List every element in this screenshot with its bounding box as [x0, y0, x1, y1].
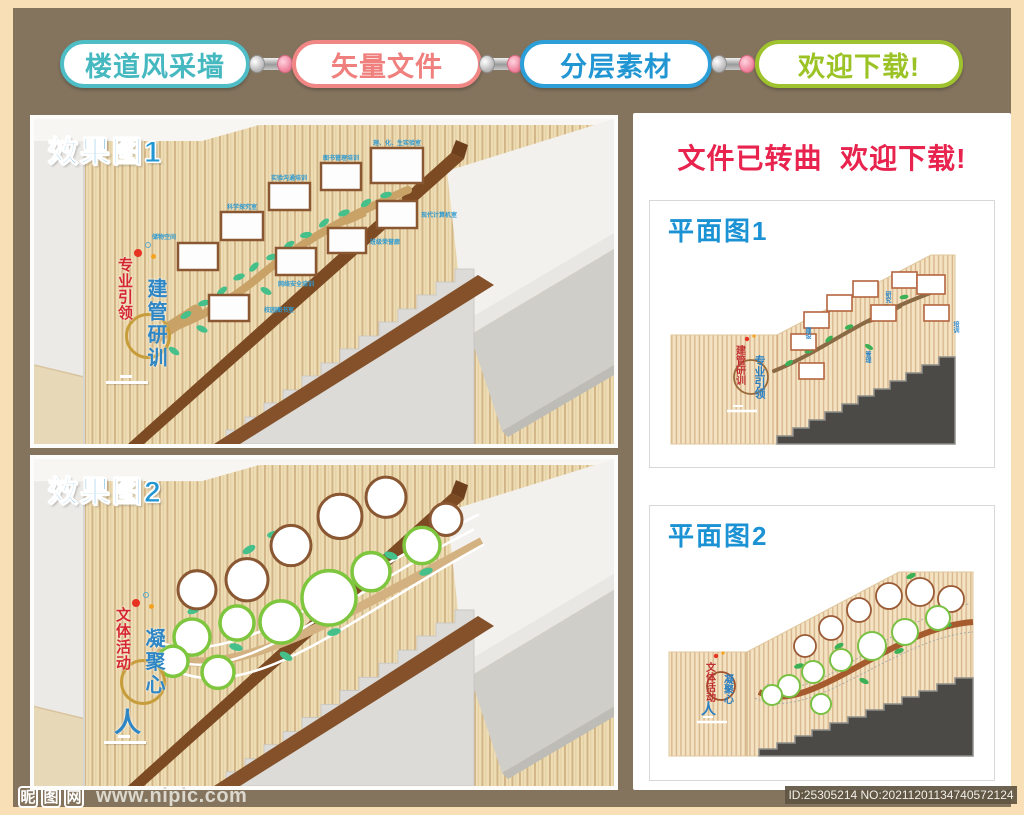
frame-labels: 科学探究室 实验沟通培训 图书管理培训 理、化、生实验室 储物空间 网络安全培训… [151, 139, 457, 314]
slogan-effect2: 文体活动 凝聚心 人 [104, 592, 222, 771]
pill-label: 欢迎下载! [798, 51, 920, 82]
frame-label: 校园图书室 [264, 306, 294, 314]
site-logo-char: 网 [64, 785, 84, 808]
white-line [106, 381, 148, 384]
frame-label: 图书管理培训 [323, 154, 359, 162]
dot-icon [149, 604, 154, 609]
circle-frames-green [156, 525, 442, 691]
pill-label: 楼道风采墙 [85, 51, 225, 82]
frame-label: 科学探究室 [227, 203, 257, 211]
link-ring-right [739, 55, 755, 73]
frame-label: 班级荣誉廊 [370, 238, 400, 246]
dot-icon [134, 249, 142, 257]
slogan-red-text: 专业引领 [116, 257, 133, 321]
chain-link-icon [249, 55, 293, 73]
link-ring-right [277, 55, 293, 73]
stair-silhouette [758, 677, 974, 757]
frame-label: 现代计算机室 [421, 211, 457, 219]
panel-title: 效果图1 [48, 136, 163, 170]
effect-render-1: 科学探究室 实验沟通培训 图书管理培训 理、化、生实验室 储物空间 网络安全培训… [30, 115, 618, 448]
plan-title: 平面图2 [668, 521, 769, 551]
link-ring-left [479, 55, 495, 73]
stair-silhouette [776, 356, 956, 445]
effect-render-2: 文体活动 凝聚心 人 效果图2 [30, 455, 618, 790]
stair-scene-2 [34, 459, 614, 786]
plan1-drawing: 建设 研究 管理 培训 建管研训 专业引领 [670, 254, 959, 445]
white-line [104, 741, 146, 744]
banner-pill-layered-material: 分层素材 [520, 40, 712, 88]
slogan-blue-text: 凝聚心 [722, 673, 735, 704]
plan-labels: 建设 研究 管理 培训 [804, 290, 959, 364]
banner-pill-vector-file: 矢量文件 [292, 40, 482, 88]
slogan-red-text: 建管研训 [734, 344, 747, 386]
banner-pill-corridor-wall: 楼道风采墙 [60, 40, 250, 88]
frame-label: 理、化、生实验室 [373, 139, 421, 147]
frame-label: 网络安全培训 [278, 280, 314, 288]
converted-notice: 文件已转曲 欢迎下载! [677, 143, 967, 174]
download-info-panel: 文件已转曲 欢迎下载! 平面图1 [633, 113, 1011, 790]
link-ring-left [249, 55, 265, 73]
frame-label: 储物空间 [151, 233, 176, 241]
plan2-drawing: 文体活动 凝聚心 人 [668, 571, 974, 757]
plan2-slogan: 文体活动 凝聚心 人 [697, 651, 736, 724]
plan-label: 培训 [952, 320, 959, 334]
plan-label: 建设 [804, 326, 811, 340]
banner-pill-welcome-download: 欢迎下载! [755, 40, 963, 88]
plan-label: 研究 [884, 290, 891, 304]
chain-link-icon [711, 55, 755, 73]
plan-label: 管理 [864, 350, 871, 364]
panel-title: 效果图2 [48, 476, 163, 510]
plan-circles-green [761, 605, 951, 715]
file-id-bar: ID:25305214 NO:20211201134740572124 [785, 786, 1017, 804]
gold-ring-icon [125, 313, 171, 359]
site-logo-char: 图 [41, 785, 61, 808]
white-tick [120, 375, 132, 378]
plan-diagram-2: 平面图2 [649, 505, 995, 781]
slogan-red-text: 文体活动 [114, 607, 131, 671]
plan-circles-brown [793, 577, 965, 658]
plan-title: 平面图1 [668, 216, 769, 246]
slogan-blue-text: 凝聚心 [142, 628, 164, 697]
frame-label: 实验沟通培训 [271, 174, 307, 182]
dot-icon [151, 254, 156, 259]
plan-diagram-1: 平面图1 [649, 200, 995, 468]
site-logo-char: 昵 [18, 785, 38, 808]
site-url: www.nipic.com [96, 785, 248, 807]
slogan-blue-text: 建管研训 [144, 278, 166, 370]
plan-frames [790, 271, 950, 380]
leaves [168, 191, 392, 356]
photo-frames [176, 146, 425, 323]
plan1-slogan: 建管研训 专业引领 [727, 334, 769, 413]
slogan-blue-text: 专业引领 [753, 354, 767, 400]
chain-link-icon [479, 55, 523, 73]
slogan-effect1: 专业引领 建管研训 [106, 242, 224, 421]
circle-frames-brown [176, 475, 464, 611]
pill-label: 矢量文件 [331, 51, 443, 82]
slogan-red-text: 文体活动 [704, 661, 716, 703]
dot-ring-icon [145, 242, 151, 248]
link-ring-left [711, 55, 727, 73]
white-tick [118, 735, 130, 738]
site-watermark: 昵 图 网 www.nipic.com [18, 785, 247, 808]
pill-label: 分层素材 [560, 51, 672, 82]
dot-icon [132, 599, 140, 607]
gold-ring-icon [120, 659, 166, 705]
slogan-big-char: 人 [114, 708, 141, 738]
slogan-big-char: 人 [701, 701, 717, 718]
dot-ring-icon [143, 592, 149, 598]
